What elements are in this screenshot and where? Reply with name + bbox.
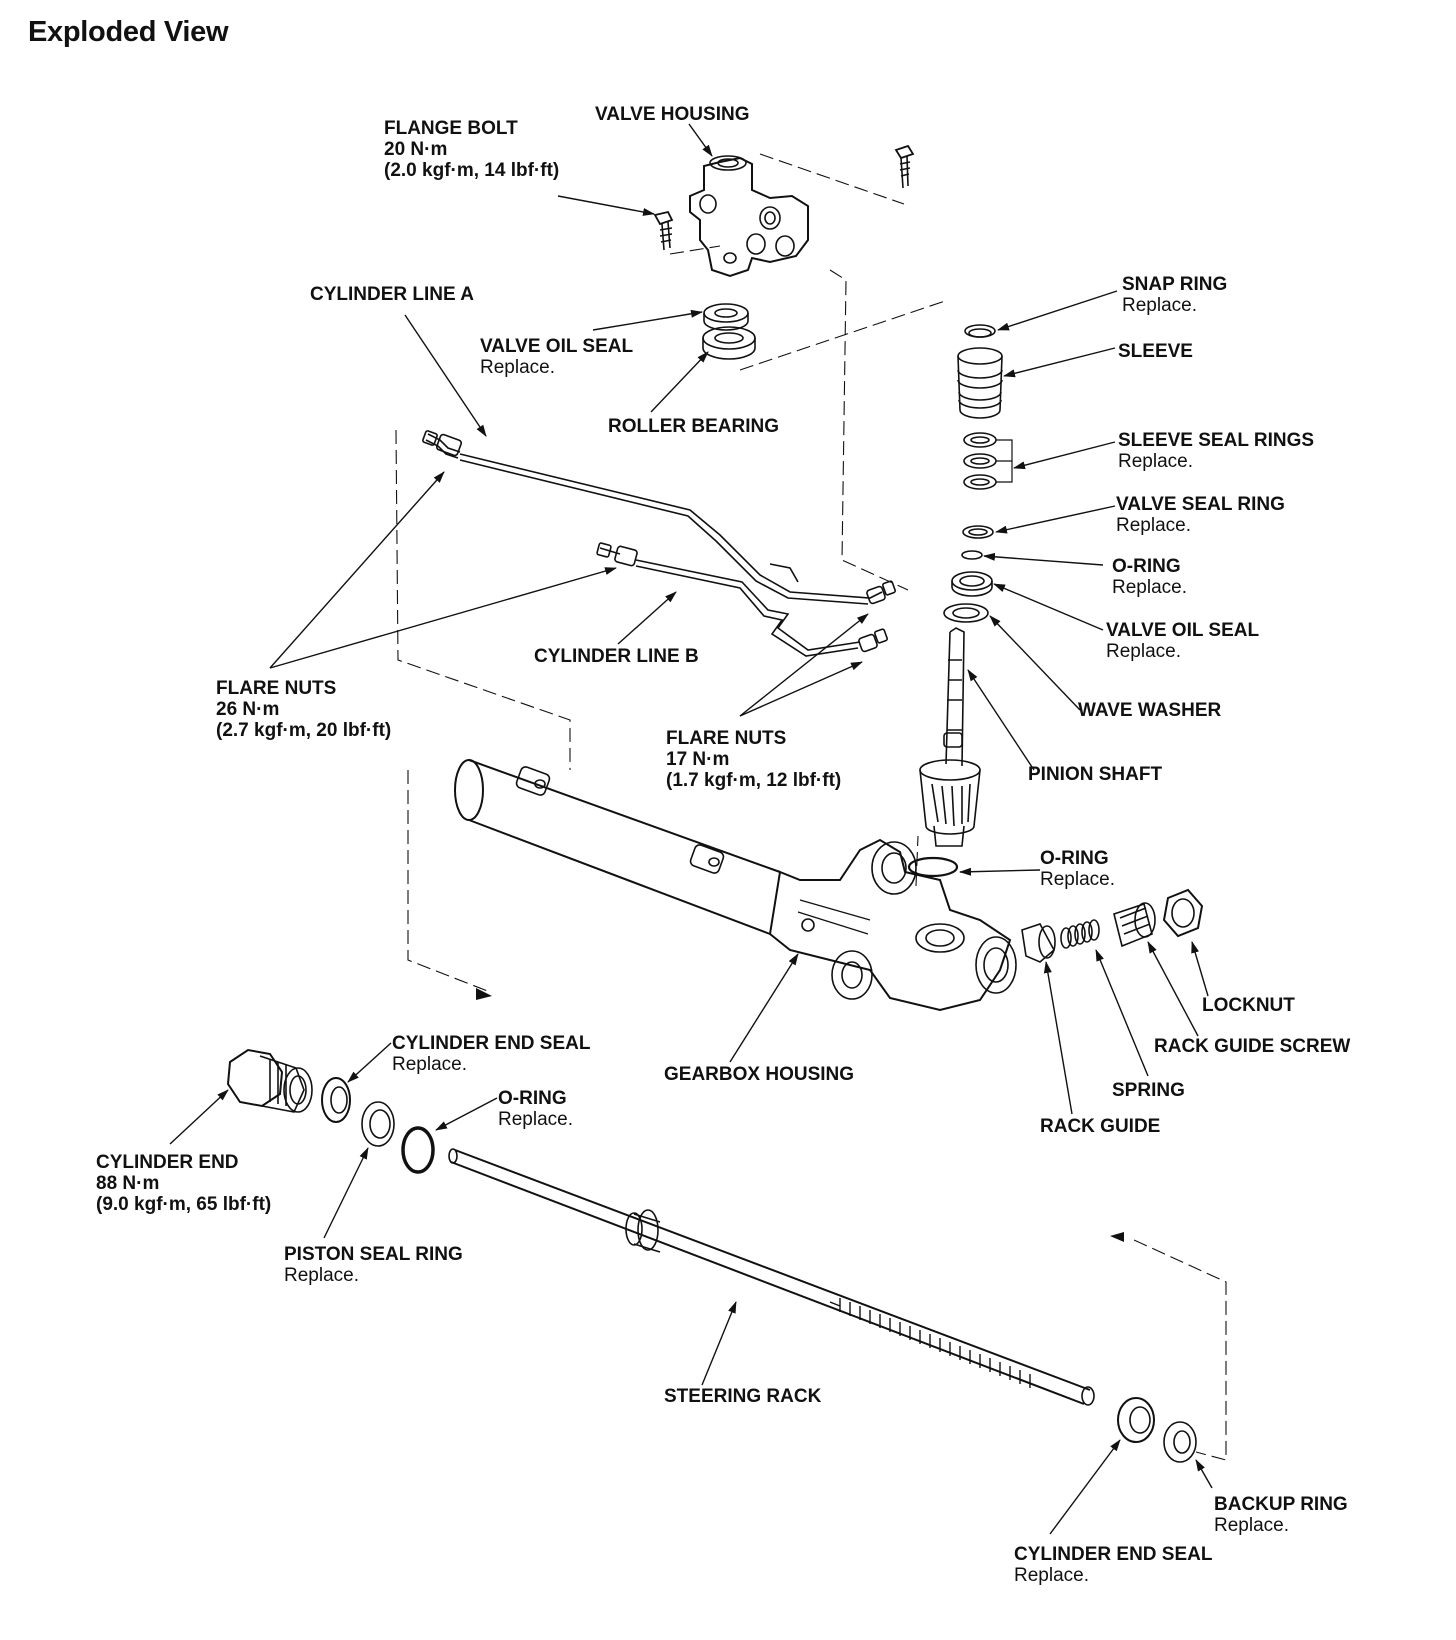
o-ring-lower-part bbox=[403, 1128, 433, 1172]
label-gearbox-housing: GEARBOX HOUSING bbox=[664, 1064, 855, 1085]
label-valve-oil-seal-top: VALVE OIL SEAL Replace. bbox=[480, 336, 634, 378]
label-valve-seal-ring: VALVE SEAL RING Replace. bbox=[1116, 494, 1285, 536]
label-wave-washer: WAVE WASHER bbox=[1078, 700, 1222, 721]
piston-seal-ring-part bbox=[362, 1102, 394, 1146]
gearbox-housing-part bbox=[455, 760, 1016, 1010]
pinion-shaft-part bbox=[920, 628, 980, 846]
valve-seal-ring-part bbox=[963, 526, 993, 538]
label-sleeve-seal-rings: SLEEVE SEAL RINGS Replace. bbox=[1118, 430, 1315, 472]
wave-washer-part bbox=[944, 604, 988, 622]
label-flare-nuts-right: FLARE NUTS 17 N·m (1.7 kgf·m, 12 lbf·ft) bbox=[666, 728, 842, 791]
label-valve-oil-seal-mid: VALVE OIL SEAL Replace. bbox=[1106, 620, 1260, 662]
o-ring-upper-part bbox=[962, 551, 982, 559]
cylinder-line-a-part bbox=[426, 434, 882, 604]
label-piston-seal-ring: PISTON SEAL RING Replace. bbox=[284, 1244, 463, 1286]
flange-bolt-left-part bbox=[655, 212, 672, 250]
alignment-lines bbox=[396, 154, 1226, 1460]
cylinder-end-seal-left-part bbox=[322, 1078, 350, 1122]
label-spring: SPRING bbox=[1112, 1080, 1185, 1101]
label-backup-ring: BACKUP RING Replace. bbox=[1214, 1494, 1348, 1536]
snap-ring-part bbox=[965, 325, 995, 337]
o-ring-gearbox-part bbox=[909, 858, 957, 876]
valve-oil-seal-top-part bbox=[704, 304, 748, 330]
label-cylinder-line-a: CYLINDER LINE A bbox=[310, 284, 474, 305]
sleeve-seal-rings-part bbox=[964, 433, 1012, 489]
valve-oil-seal-mid-part bbox=[952, 572, 992, 596]
backup-ring-part bbox=[1164, 1422, 1196, 1462]
valve-housing-part bbox=[690, 156, 808, 276]
locknut-part bbox=[1164, 890, 1202, 936]
label-cylinder-line-b: CYLINDER LINE B bbox=[534, 646, 699, 667]
label-sleeve: SLEEVE bbox=[1118, 341, 1193, 362]
label-locknut: LOCKNUT bbox=[1202, 995, 1295, 1016]
rack-guide-screw-part bbox=[1114, 903, 1155, 946]
cylinder-end-seal-right-part bbox=[1118, 1398, 1154, 1442]
label-flange-bolt: FLANGE BOLT 20 N·m (2.0 kgf·m, 14 lbf·ft… bbox=[384, 118, 560, 181]
leader-lines bbox=[170, 124, 1212, 1534]
label-o-ring-lower: O-RING Replace. bbox=[498, 1088, 573, 1130]
label-cylinder-end-seal-left: CYLINDER END SEAL Replace. bbox=[392, 1033, 591, 1075]
label-roller-bearing: ROLLER BEARING bbox=[608, 416, 779, 437]
page-title: Exploded View bbox=[28, 16, 229, 48]
roller-bearing-part bbox=[703, 327, 755, 359]
label-rack-guide: RACK GUIDE bbox=[1040, 1116, 1161, 1137]
flange-bolt-right-part bbox=[896, 146, 913, 188]
rack-guide-part bbox=[1022, 924, 1055, 962]
cylinder-end-part bbox=[228, 1050, 312, 1112]
spring-part bbox=[1061, 920, 1099, 948]
label-cylinder-end-seal-right: CYLINDER END SEAL Replace. bbox=[1014, 1544, 1213, 1586]
flare-nut-fittings-part bbox=[422, 430, 895, 652]
label-snap-ring: SNAP RING Replace. bbox=[1122, 274, 1228, 316]
label-o-ring-upper: O-RING Replace. bbox=[1112, 556, 1187, 598]
label-pinion-shaft: PINION SHAFT bbox=[1028, 764, 1163, 785]
label-cylinder-end: CYLINDER END 88 N·m (9.0 kgf·m, 65 lbf·f… bbox=[96, 1152, 272, 1215]
cylinder-line-b-part bbox=[600, 546, 860, 656]
steering-rack-part bbox=[449, 1149, 1094, 1405]
sleeve-part bbox=[958, 348, 1002, 418]
label-steering-rack: STEERING RACK bbox=[664, 1386, 822, 1407]
label-flare-nuts-left: FLARE NUTS 26 N·m (2.7 kgf·m, 20 lbf·ft) bbox=[216, 678, 392, 741]
label-rack-guide-screw: RACK GUIDE SCREW bbox=[1154, 1036, 1351, 1057]
label-valve-housing: VALVE HOUSING bbox=[595, 104, 750, 125]
label-o-ring-gearbox: O-RING Replace. bbox=[1040, 848, 1115, 890]
